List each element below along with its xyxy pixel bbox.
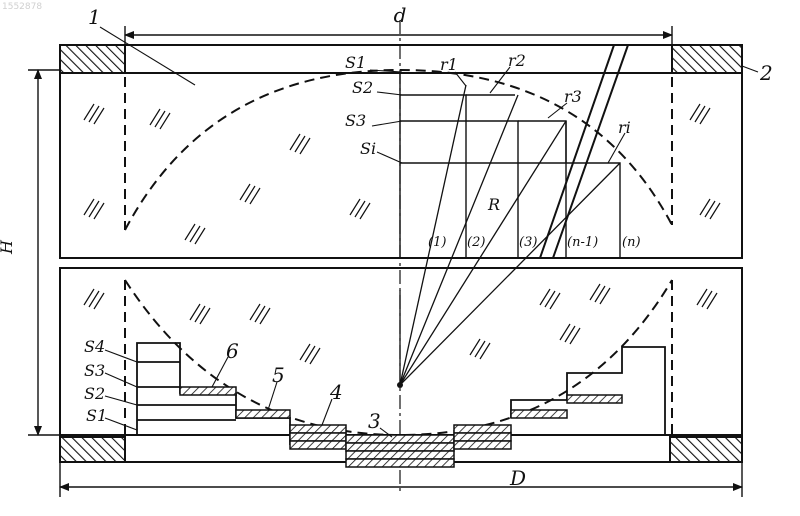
dimension-lines [28,26,742,497]
label-part-6: 6 [226,339,239,363]
label-r1: r1 [440,55,458,74]
label-zone-n-1: (n-1) [567,235,598,250]
label-s3: S3 [345,111,366,130]
lower-clamp-left [60,437,125,462]
label-zone-1: (1) [428,235,446,250]
upper-block [60,73,742,258]
lower-dashed-profile [125,280,672,435]
label-part-1: 1 [88,5,101,29]
lower-block-outline [60,268,742,435]
label-part-5: 5 [272,363,285,387]
upper-clamp-right [672,45,742,73]
label-zone-3: (3) [519,235,537,250]
stacked-layers [180,387,622,467]
label-part-4: 4 [329,380,343,404]
lower-clamp-right [670,437,742,462]
label-bottom-s2: S2 [84,384,105,403]
label-part-3: 3 [368,409,381,433]
label-s1: S1 [345,53,366,72]
label-bottom-s4: S4 [84,337,105,356]
upper-block-outline [60,73,742,258]
lower-block [60,268,742,435]
upper-clamp-left [60,45,125,73]
label-H: H [0,239,16,255]
upper-steps [400,73,620,258]
center-point [397,382,403,388]
label-d: d [394,3,407,27]
label-zone-n: (n) [622,235,641,250]
label-bottom-s3: S3 [84,361,105,380]
label-ri: ri [618,118,631,137]
label-bottom-s1: S1 [86,406,107,425]
watermark: 1552878 [2,2,42,12]
glass-hatch-marks [84,104,720,364]
label-r2: r2 [508,51,526,70]
label-si: Si [360,139,376,158]
label-s2: S2 [352,78,373,97]
label-zone-2: (2) [467,235,485,250]
label-R: R [487,195,500,214]
label-D: D [509,466,526,490]
leader-lines [100,27,758,437]
label-r3: r3 [564,87,582,106]
label-part-2: 2 [759,61,773,85]
